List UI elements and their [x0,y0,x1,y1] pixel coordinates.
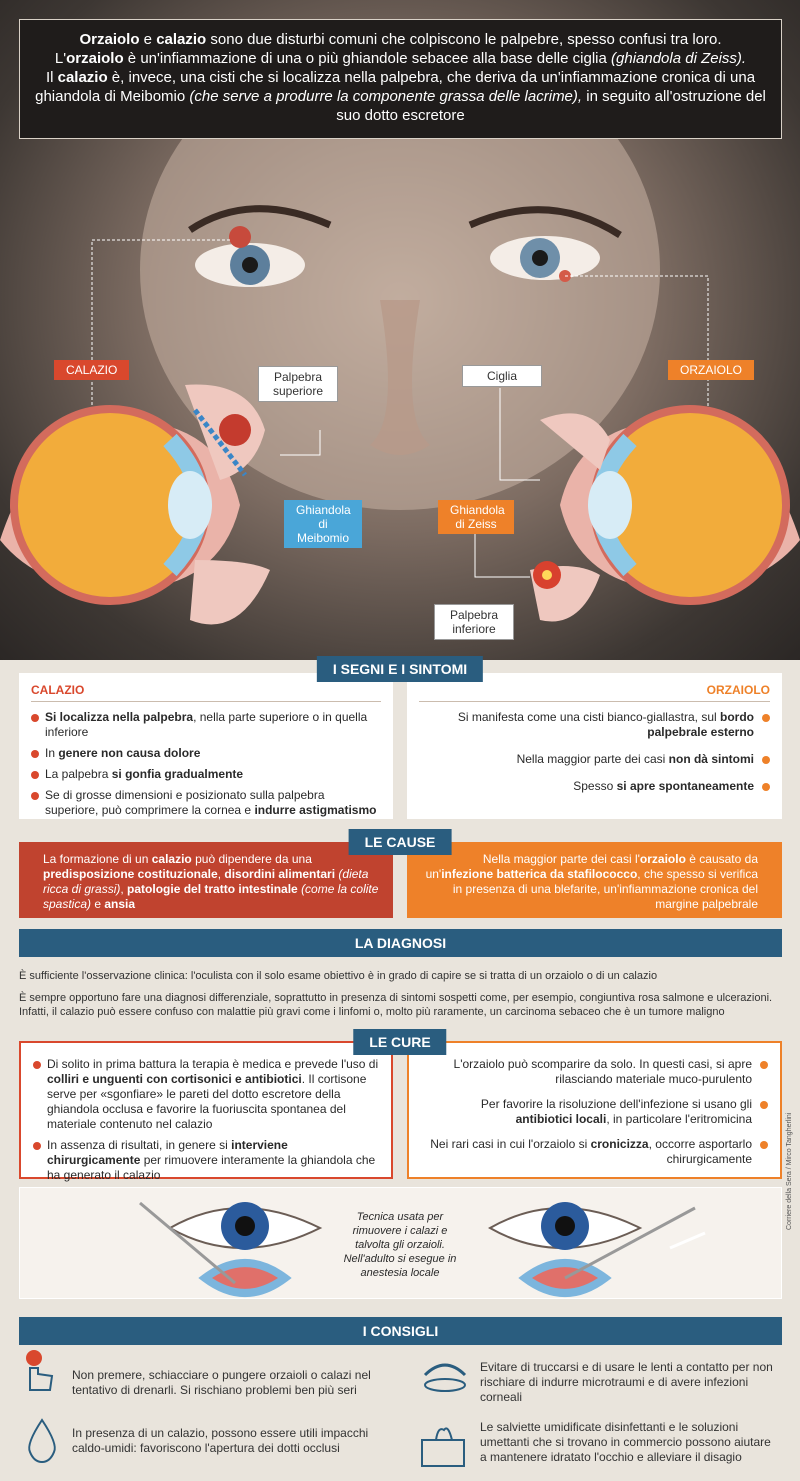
cure-calazio-panel: Di solito in prima battura la terapia è … [19,1041,393,1182]
list-item: L'orzaiolo può scomparire da solo. In qu… [421,1057,768,1087]
intro-box: Orzaiolo e calazio sono due disturbi com… [19,19,782,139]
water-drop-icon [28,1418,56,1464]
label-ciglia: Ciglia [462,365,542,387]
list-item: Nella maggior parte dei casi non dà sint… [419,752,770,767]
credit-text: Corriere della Sera / Mirco Tangherlini [786,1112,793,1230]
wet-wipes-icon [421,1427,465,1467]
sintomi-orzaiolo-panel: ORZAIOLO Si manifesta come una cisti bia… [407,673,782,819]
label-ghiandola-zeiss: Ghiandola di Zeiss [438,500,514,534]
label-ghiandola-meibomio: Ghiandola di Meibomio [284,500,362,548]
list-item: La palpebra si gonfia gradualmente [31,767,381,782]
contact-lens-icon [423,1363,467,1392]
list-item: Per favorire la risoluzione dell'infezio… [421,1097,768,1127]
hero-illustration: Orzaiolo e calazio sono due disturbi com… [0,0,800,660]
tecnica-caption: Tecnica usata per rimuovere i calazi e t… [343,1211,457,1279]
section-title-cure: LE CURE [353,1029,447,1055]
list-item: In genere non causa dolore [31,746,381,761]
list-item: Se di grosse dimensioni e posizionato su… [31,788,381,818]
list-item: Nei rari casi in cui l'orzaiolo si croni… [421,1137,768,1167]
section-title-diagnosi: LA DIAGNOSI [19,929,782,957]
cause-calazio-panel: La formazione di un calazio può dipender… [19,842,393,918]
cause-orzaiolo-panel: Nella maggior parte dei casi l'orzaiolo … [407,842,782,918]
sintomi-calazio-head: CALAZIO [31,683,381,702]
list-item: Di solito in prima battura la terapia è … [33,1057,379,1132]
label-calazio: CALAZIO [54,360,130,380]
list-item: Si localizza nella palpebra, nella parte… [31,710,381,740]
tecnica-panel: Tecnica usata per rimuovere i calazi e t… [19,1187,782,1299]
consiglio-item: In presenza di un calazio, possono esser… [72,1426,369,1455]
consiglio-item: Evitare di truccarsi e di usare le lenti… [480,1360,773,1404]
consiglio-item: Le salviette umidificate disinfettanti e… [480,1420,771,1464]
section-title-cause: LE CAUSE [348,829,452,855]
label-palpebra-inferiore: Palpebra inferiore [434,604,514,640]
section-title-consigli: I CONSIGLI [19,1317,782,1345]
diagnosi-item: È sufficiente l'osservazione clinica: l'… [19,970,658,982]
consiglio-item: Non premere, schiacciare o pungere orzai… [72,1368,371,1397]
sintomi-orzaiolo-head: ORZAIOLO [419,683,770,702]
cure-orzaiolo-panel: L'orzaiolo può scomparire da solo. In qu… [407,1041,782,1179]
label-orzaiolo: ORZAIOLO [668,360,755,380]
sintomi-calazio-panel: CALAZIO Si localizza nella palpebra, nel… [19,673,393,819]
label-palpebra-superiore: Palpebra superiore [258,366,338,402]
surgery-illustration [139,1201,706,1297]
finger-press-icon [26,1350,54,1391]
list-item: Spesso si apre spontaneamente [419,779,770,794]
list-item: In assenza di risultati, in genere si in… [33,1138,379,1183]
section-title-sintomi: I SEGNI E I SINTOMI [316,656,484,682]
list-item: Si manifesta come una cisti bianco-giall… [419,710,770,740]
diagnosi-item: È sempre opportuno fare una diagnosi dif… [19,992,773,1018]
